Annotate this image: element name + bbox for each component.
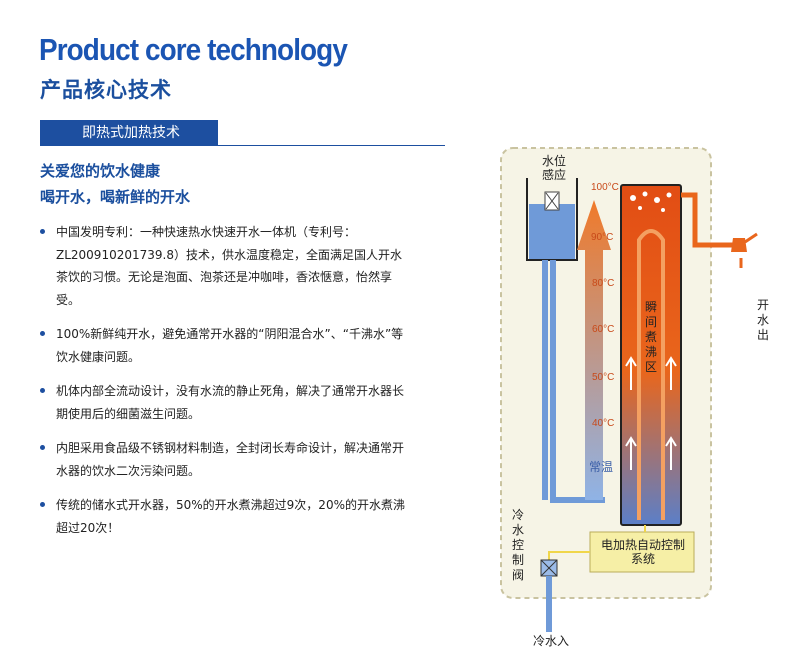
bullet-dot-icon: [40, 229, 45, 234]
section-label: 即热式加热技术: [82, 125, 180, 141]
normal-temp-label: 常温: [589, 460, 614, 474]
water-level-sensor-label: 水位感应: [542, 154, 567, 182]
bullet-dot-icon: [40, 388, 45, 393]
feature-text: 内胆采用食品级不锈钢材料制造，全封闭长寿命设计，解决通常开水器的饮水二次污染问题…: [56, 441, 405, 478]
temp-label: 90°C: [591, 232, 614, 243]
feature-text: 中国发明专利：一种快速热水快速开水一体机（专利号：ZL200910201739.…: [56, 225, 402, 307]
section-label-bar: 即热式加热技术: [40, 120, 218, 146]
cold-water-in-label: 冷水入: [533, 634, 570, 648]
feature-item: 传统的储水式开水器，50%的开水煮沸超过9次，20%的开水煮沸超过20次！: [40, 494, 410, 539]
heating-control-label: 电加热自动控制系统: [600, 538, 685, 566]
heating-control-box: [589, 531, 695, 573]
feature-list: 中国发明专利：一种快速热水快速开水一体机（专利号：ZL200910201739.…: [40, 221, 410, 551]
diagram-graphic: [500, 147, 758, 632]
feature-item: 内胆采用食品级不锈钢材料制造，全封闭长寿命设计，解决通常开水器的饮水二次污染问题…: [40, 437, 410, 482]
slogan-line-1: 关爱您的饮水健康: [40, 162, 161, 180]
feature-text: 机体内部全流动设计，没有水流的静止死角，解决了通常开水器长期使用后的细菌滋生问题…: [56, 384, 405, 421]
hot-outlet-pipe: [681, 192, 740, 248]
page-title-cn: 产品核心技术: [40, 78, 172, 102]
feature-item: 100%新鲜纯开水，避免通常开水器的“阴阳混合水”、“千沸水”等饮水健康问题。: [40, 323, 410, 368]
temp-label: 60°C: [592, 324, 615, 335]
feature-text: 传统的储水式开水器，50%的开水煮沸超过9次，20%的开水煮沸超过20次！: [56, 498, 405, 535]
heating-diagram: 水位感应 100°C 90°C 80°C 60°C 50°C 40°C 常温 瞬…: [495, 140, 785, 670]
temp-label: 40°C: [592, 418, 615, 429]
section-divider: [218, 145, 445, 146]
bullet-dot-icon: [40, 445, 45, 450]
slogan-line-2: 喝开水，喝新鲜的开水: [40, 188, 191, 206]
boiling-water-out-label: 开水出: [757, 298, 770, 342]
cold-water-valve-label: 冷水控制阀: [512, 508, 525, 582]
temp-label: 80°C: [592, 278, 615, 289]
feature-text: 100%新鲜纯开水，避免通常开水器的“阴阳混合水”、“千沸水”等饮水健康问题。: [56, 327, 404, 364]
faucet-icon: [731, 238, 747, 252]
temp-label: 50°C: [592, 372, 615, 383]
bullet-dot-icon: [40, 331, 45, 336]
feature-item: 中国发明专利：一种快速热水快速开水一体机（专利号：ZL200910201739.…: [40, 221, 410, 311]
temp-label: 100°C: [591, 182, 619, 193]
feature-item: 机体内部全流动设计，没有水流的静止死角，解决了通常开水器长期使用后的细菌滋生问题…: [40, 380, 410, 425]
bullet-dot-icon: [40, 502, 45, 507]
heater-tank: [620, 184, 682, 526]
temperature-rise-arrow: [577, 200, 611, 500]
page-title-en: Product core technology: [39, 32, 348, 67]
instant-boil-zone-label: 瞬间煮沸区: [645, 300, 658, 374]
cold-water: [529, 204, 575, 259]
